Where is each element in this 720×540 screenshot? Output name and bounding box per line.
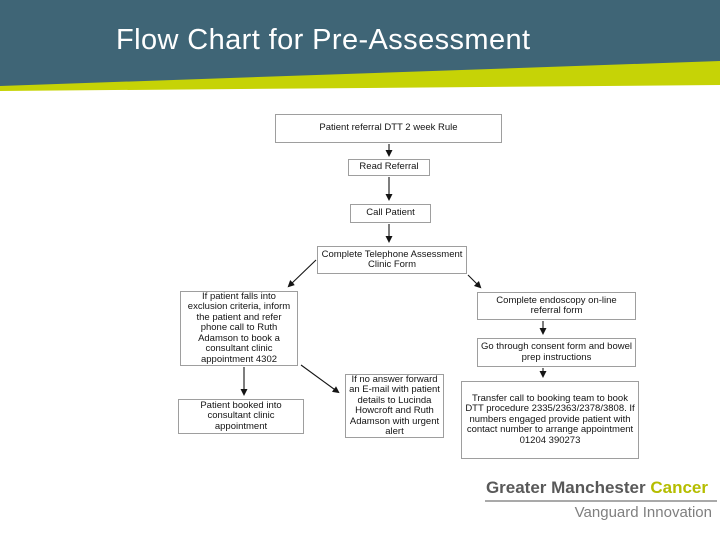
arrow-exclusion-to-no-answer: [300, 364, 340, 394]
brand-divider: [485, 500, 717, 502]
brand-tagline: Vanguard Innovation: [574, 504, 712, 521]
flow-node-exclusion-criteria: If patient falls into exclusion criteria…: [180, 291, 298, 366]
brand-name-accent: Cancer: [650, 478, 708, 497]
slide-header: Flow Chart for Pre-Assessment: [0, 0, 720, 94]
arrow-form-to-exclusion: [287, 259, 317, 288]
flow-node-call-patient: Call Patient: [350, 204, 431, 223]
flow-node-consent-bowel-prep: Go through consent form and bowel prep i…: [477, 338, 636, 367]
brand-name: Greater Manchester Cancer: [0, 478, 708, 498]
arrow-form-to-endoscopy: [467, 274, 482, 289]
brand-name-primary: Greater Manchester: [485, 478, 646, 497]
flow-node-read-referral: Read Referral: [348, 159, 430, 176]
flow-node-transfer-booking-team: Transfer call to booking team to book DT…: [461, 381, 639, 459]
flow-node-telephone-assessment-form: Complete Telephone Assessment Clinic For…: [317, 246, 467, 274]
flow-node-endoscopy-referral: Complete endoscopy on-line referral form: [477, 292, 636, 320]
flow-node-patient-referral: Patient referral DTT 2 week Rule: [275, 114, 502, 143]
slide-title: Flow Chart for Pre-Assessment: [116, 24, 531, 56]
flow-node-patient-booked: Patient booked into consultant clinic ap…: [178, 399, 304, 434]
flow-node-no-answer-email: If no answer forward an E-mail with pati…: [345, 374, 444, 438]
